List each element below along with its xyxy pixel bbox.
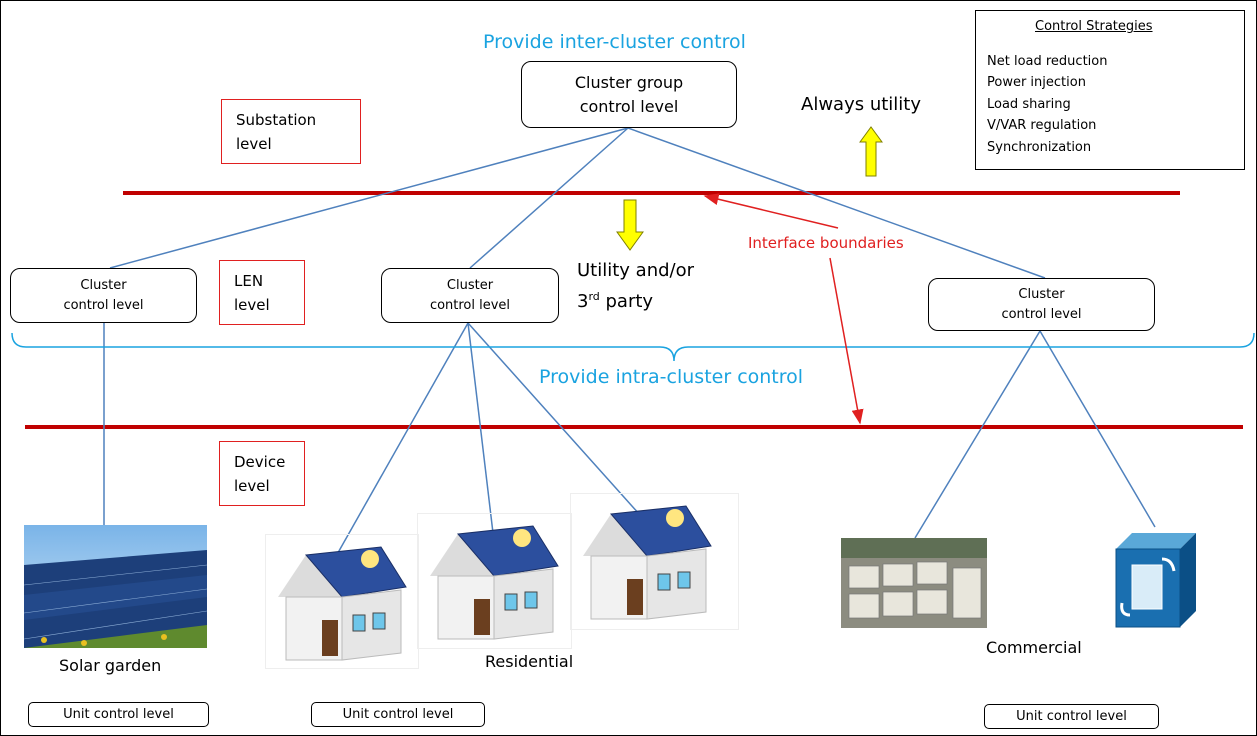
legend-item: Synchronization xyxy=(987,139,1092,155)
connector xyxy=(109,127,629,269)
legend-item: Power injection xyxy=(987,75,1086,90)
up-arrow-icon xyxy=(859,126,883,177)
unit-control-box-commercial: Unit control level xyxy=(984,704,1159,729)
cluster-control-box-2: Cluster control level xyxy=(381,268,559,323)
cluster-line1: Cluster xyxy=(1018,286,1065,302)
connector xyxy=(914,330,1041,539)
cluster-group-control-box: Cluster group control level xyxy=(521,61,737,128)
device-level-box: Device level xyxy=(219,441,305,506)
cluster-group-line1: Cluster group xyxy=(574,72,684,92)
legend-item: Net load reduction xyxy=(987,53,1108,69)
utility-third-party-label: Utility and/or 3rd party xyxy=(577,258,694,315)
cluster-line2: control level xyxy=(63,297,144,313)
house-image-3 xyxy=(570,493,739,630)
len-line2: level xyxy=(234,295,270,314)
device-line1: Device xyxy=(234,452,286,471)
connector xyxy=(469,127,629,269)
commercial-battery-image xyxy=(841,538,987,628)
legend-title: Control Strategies xyxy=(1035,19,1153,34)
device-line2: level xyxy=(234,476,270,495)
substation-line1: Substation xyxy=(236,110,317,129)
commercial-building-icon xyxy=(1110,527,1201,629)
cluster-line1: Cluster xyxy=(80,277,127,293)
solar-garden-image xyxy=(24,525,207,648)
utility-line2: 3rd party xyxy=(577,290,654,312)
cluster-control-box-3: Cluster control level xyxy=(928,278,1155,331)
legend-item: V/VAR regulation xyxy=(987,118,1097,133)
len-line1: LEN xyxy=(234,271,264,290)
connector xyxy=(467,322,494,534)
interface-arrow xyxy=(703,193,839,229)
utility-line1: Utility and/or xyxy=(577,260,695,281)
connector xyxy=(627,127,1046,279)
connector xyxy=(1039,330,1156,528)
unit-control-label: Unit control level xyxy=(1016,708,1127,724)
unit-control-box-solar: Unit control level xyxy=(28,702,209,727)
legend-item: Load sharing xyxy=(987,96,1071,112)
inter-cluster-label: Provide inter-cluster control xyxy=(483,31,746,53)
control-strategies-legend: Control Strategies Net load reduction Po… xyxy=(975,10,1245,170)
cluster-group-line2: control level xyxy=(579,96,679,116)
always-utility-label: Always utility xyxy=(801,94,921,115)
substation-line2: level xyxy=(236,134,272,153)
commercial-label: Commercial xyxy=(986,638,1082,657)
house-image-1 xyxy=(265,534,419,669)
cluster-control-box-1: Cluster control level xyxy=(10,268,197,323)
cluster-line2: control level xyxy=(1001,306,1082,322)
interface-arrow xyxy=(829,257,864,425)
unit-control-box-residential: Unit control level xyxy=(311,702,485,727)
intra-cluster-brace xyxy=(11,332,1255,362)
intra-cluster-label: Provide intra-cluster control xyxy=(539,366,804,388)
unit-control-label: Unit control level xyxy=(342,706,454,722)
residential-label: Residential xyxy=(485,652,574,671)
connector xyxy=(467,322,641,516)
down-arrow-icon xyxy=(616,199,644,251)
substation-level-box: Substation level xyxy=(221,99,361,164)
solar-garden-label: Solar garden xyxy=(59,656,162,675)
connector xyxy=(334,322,469,559)
cluster-line1: Cluster xyxy=(446,277,494,293)
unit-control-label: Unit control level xyxy=(63,706,174,722)
len-level-box: LEN level xyxy=(219,260,305,325)
interface-boundaries-label: Interface boundaries xyxy=(748,234,904,252)
house-image-2 xyxy=(417,513,572,649)
cluster-line2: control level xyxy=(429,297,511,313)
